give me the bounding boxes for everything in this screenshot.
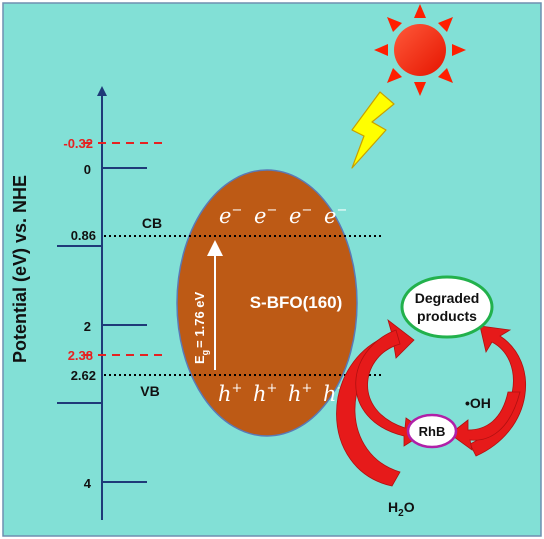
hydroxyl-radical-label: •OH [465, 395, 491, 411]
tick-label-2: 2 [84, 319, 91, 334]
degraded-products-line2: products [417, 308, 477, 324]
holes: h+ h+ h+ h+ [218, 381, 347, 406]
y-axis-title: Potential (eV) vs. NHE [10, 175, 30, 363]
electrons: e− e− e− e− [219, 203, 347, 228]
electron: e− [219, 203, 242, 228]
cb-label: CB [142, 215, 162, 231]
arrow-to-rhb [355, 329, 427, 447]
tick-label-262: 2.62 [71, 368, 96, 383]
hole: h+ [253, 381, 277, 406]
electron: e− [289, 203, 312, 228]
degraded-products-line1: Degraded [415, 290, 480, 306]
particle-name: S-BFO(160) [250, 293, 343, 312]
rhb-label: RhB [419, 424, 446, 439]
tick-label-086: 0.86 [71, 228, 96, 243]
rhb-node [406, 413, 458, 449]
axis-arrowhead [97, 86, 107, 96]
reference-label-neg032: -0.32 [63, 136, 93, 151]
sun-icon [374, 4, 466, 96]
hole: h+ [218, 381, 242, 406]
electron: e− [254, 203, 277, 228]
semiconductor-particle [176, 169, 358, 437]
degraded-products-node [400, 275, 494, 339]
vb-label: VB [140, 383, 159, 399]
water-label: H2O [388, 499, 415, 519]
reference-label-238: 2.38 [68, 348, 93, 363]
tick-label-4: 4 [84, 476, 92, 491]
hole: h+ [288, 381, 312, 406]
electron: e− [324, 203, 347, 228]
arrow-water-to-products [336, 318, 415, 487]
lightning-bolt-icon [351, 91, 395, 169]
tick-label-0: 0 [84, 162, 91, 177]
bandgap-label: Eg= 1.76 eV [192, 291, 210, 364]
